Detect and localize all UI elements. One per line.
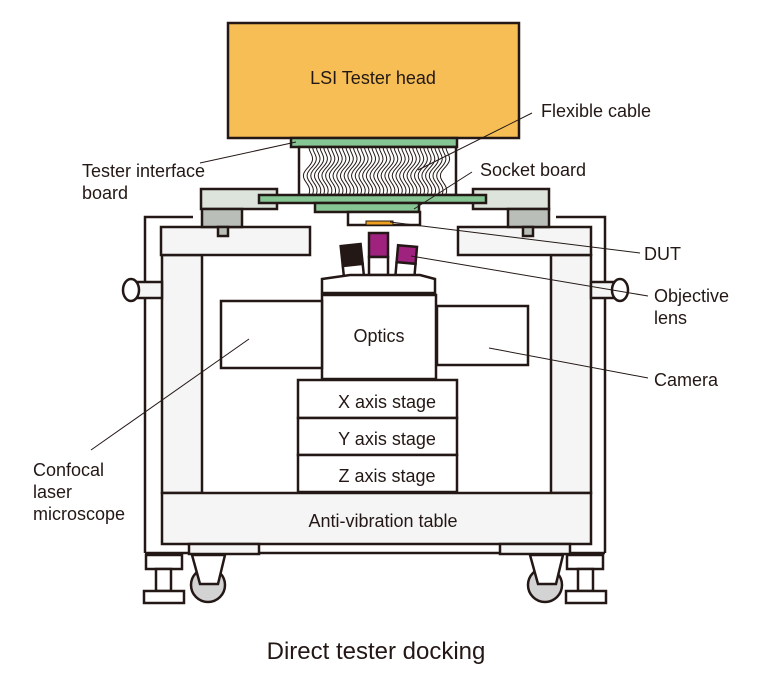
label-dut: DUT xyxy=(644,244,681,264)
cable-strand xyxy=(336,147,347,195)
left-top-plate xyxy=(159,225,312,257)
optics-label: Optics xyxy=(353,326,404,346)
cable-strand xyxy=(302,147,314,195)
left-handle xyxy=(121,277,164,303)
z-axis-stage-label: Z axis stage xyxy=(338,466,435,486)
objective-lens-center xyxy=(367,231,390,277)
cable-strand xyxy=(365,147,377,195)
label-tester-interface-board-2: board xyxy=(82,183,128,203)
cable-strand xyxy=(376,147,388,195)
cable-strand xyxy=(413,147,425,195)
cable-strand xyxy=(428,147,440,195)
right-foot-plate xyxy=(498,542,572,556)
anti-vibration-table-label: Anti-vibration table xyxy=(308,511,457,531)
objective-lens-right xyxy=(394,243,419,280)
cable-strand xyxy=(339,147,351,195)
outer-frame-left xyxy=(143,215,193,553)
cable-strand xyxy=(313,147,325,195)
cable-strand xyxy=(410,147,421,195)
anti-vibration-table xyxy=(160,491,593,546)
cable-strand xyxy=(306,147,317,195)
leader-dut xyxy=(389,221,641,254)
right-leveler xyxy=(564,553,608,605)
cable-strand xyxy=(373,147,384,195)
label-camera: Camera xyxy=(654,370,719,390)
cable-strand xyxy=(328,147,340,195)
confocal-laser-box xyxy=(219,299,324,370)
outer-frame-right xyxy=(556,215,607,553)
leader-socket-board xyxy=(413,171,473,210)
leader-tester-interface-board xyxy=(199,141,297,164)
y-axis-stage-label: Y axis stage xyxy=(338,429,436,449)
cable-strand xyxy=(417,147,428,195)
cable-strand xyxy=(354,147,365,195)
cable-strand xyxy=(332,147,343,195)
right-caster xyxy=(526,553,565,604)
z-axis-stage xyxy=(296,453,459,494)
cable-strand xyxy=(432,147,443,195)
lens-turret xyxy=(320,273,437,295)
tester-interface-board xyxy=(289,136,459,149)
cable-strand xyxy=(358,147,369,195)
right-pillar xyxy=(549,253,593,495)
left-caster xyxy=(189,553,227,604)
leader-camera xyxy=(488,347,649,379)
cable-strand xyxy=(310,147,321,195)
cable-strand xyxy=(399,147,410,195)
leader-flexible-cable xyxy=(417,112,533,171)
flexible-cable xyxy=(302,147,451,195)
cable-strand xyxy=(391,147,403,195)
cable-strand xyxy=(362,147,373,195)
cable-strand xyxy=(402,147,414,195)
label-confocal-1: Confocal xyxy=(33,460,104,480)
diagram-caption: Direct tester docking xyxy=(267,638,486,665)
cable-strand xyxy=(321,147,332,195)
cable-strand xyxy=(380,147,391,195)
label-tester-interface-board-1: Tester interface xyxy=(82,161,205,181)
cable-strand xyxy=(369,147,380,195)
cable-strand xyxy=(387,147,399,195)
cable-strand xyxy=(325,147,336,195)
label-confocal-2: laser xyxy=(33,482,72,502)
socket-board xyxy=(313,201,421,214)
dut xyxy=(365,220,394,226)
cable-strand xyxy=(439,147,451,195)
cable-strand xyxy=(406,147,417,195)
cable-strand xyxy=(343,147,354,195)
left-foot-plate xyxy=(187,542,261,556)
tester-head xyxy=(226,21,521,140)
left-leveler xyxy=(142,553,186,605)
cable-strand xyxy=(347,147,358,195)
leader-objective-lens xyxy=(410,255,649,297)
left-pillar xyxy=(160,253,204,495)
y-axis-stage xyxy=(296,416,459,457)
label-objective-lens-1: Objective xyxy=(654,286,729,306)
label-confocal-3: microscope xyxy=(33,504,125,524)
cable-strand xyxy=(421,147,432,195)
label-socket-board: Socket board xyxy=(480,160,586,180)
cable-strand xyxy=(317,147,328,195)
cable-strand xyxy=(425,147,436,195)
label-flexible-cable: Flexible cable xyxy=(541,101,651,121)
x-axis-stage-label: X axis stage xyxy=(338,392,436,412)
cable-strand xyxy=(384,147,395,195)
right-clamp xyxy=(471,187,551,238)
cable-strand xyxy=(350,147,362,195)
cable-strand xyxy=(395,147,406,195)
tester-head-label: LSI Tester head xyxy=(310,68,436,88)
right-handle xyxy=(589,277,630,303)
label-objective-lens-2: lens xyxy=(654,308,687,328)
cable-strand xyxy=(436,147,447,195)
leader-confocal xyxy=(90,338,250,451)
camera-box xyxy=(435,304,530,367)
